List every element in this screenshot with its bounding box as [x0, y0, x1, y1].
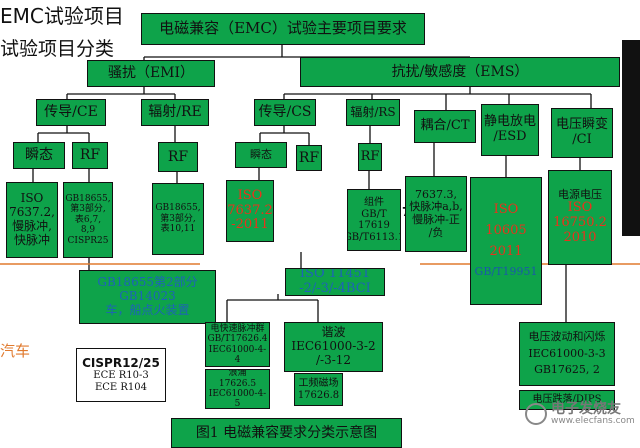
std-line: GB/T19951	[474, 265, 538, 279]
watermark-logo-icon	[525, 403, 547, 426]
rf-rs-node: RF	[358, 143, 382, 171]
std-fast-burst-box: 电快速脉冲群 GB/T17626.4 IEC61000-4-4	[205, 322, 270, 367]
std-iso10605-box: ISO 10605 2011 GB/T19951	[470, 177, 542, 305]
slide-subtitle-fragment: 试验项目分类	[0, 38, 115, 60]
std-line: 2011	[489, 244, 523, 260]
std-line: 车，船点火装置	[105, 302, 190, 317]
std-line: ISO	[567, 200, 593, 216]
std-gbt17619-box: 组件 GB/T 17619 GB/T6113.1	[347, 189, 401, 251]
std-line: GB/T	[361, 208, 387, 220]
watermark-url: www.elecfans.com	[551, 415, 635, 426]
std-power-freq-box: 工频磁场 17626.8	[294, 373, 343, 406]
std-iso7637-2011-box: ISO 7637.2 -2011	[226, 180, 274, 242]
std-line: -2/-3/-4BCI	[299, 281, 371, 296]
std-line: 表10,11	[160, 224, 196, 235]
std-line: ISO	[20, 191, 44, 206]
ci-label: /CI	[572, 132, 592, 147]
std-line: 8,9	[80, 225, 96, 236]
std-cispr12-box: CISPR12/25 ECE R10-3 ECE R104	[76, 348, 166, 402]
emi-node: 骚扰（EMI）	[87, 60, 215, 87]
std-gb18655-part2-box: GB18655第2部分 GB14023 车，船点火装置	[79, 270, 216, 324]
std-voltage-fluct-box: 电压波动和闪烁 IEC61000-3-3 GB17625, 2	[519, 322, 615, 386]
conduct-cs-node: 传导/CS	[254, 99, 316, 126]
rf-ce-node: RF	[72, 142, 108, 169]
std-line: ISO	[237, 187, 263, 203]
automotive-fragment: 汽车	[0, 342, 31, 360]
std-iso11451-box: ISO 11451 -2/-3/-4BCI	[285, 268, 385, 296]
slide-title-fragment: EMC试验项目	[0, 4, 124, 28]
emc-root-node: 电磁兼容（EMC）试验主要项目要求	[141, 13, 425, 45]
esd-label: 静电放电	[483, 114, 536, 130]
std-line: 慢脉冲-正	[412, 213, 460, 226]
ci-label: 电压瞬变	[555, 117, 608, 133]
std-line: 快脉冲	[13, 232, 50, 247]
std-line: 10605	[485, 223, 527, 239]
std-line: 17619	[358, 220, 390, 231]
figure-caption: 图1 电磁兼容要求分类示意图	[171, 418, 402, 448]
radiate-re-node: 辐射/RE	[141, 99, 209, 126]
watermark-text: 电子发烧友	[551, 401, 621, 417]
std-line: 电快速脉冲群	[210, 323, 265, 334]
std-line: 工频磁场	[298, 378, 339, 389]
std-line: 电源电压	[558, 187, 602, 201]
ems-node: 抗扰/敏感度（EMS）	[300, 57, 620, 87]
std-line: GB17625, 2	[534, 363, 600, 377]
coupling-ct-node: 耦合/CT	[414, 110, 476, 143]
std-line: 快脉冲a,b,	[409, 200, 463, 214]
right-edge-bar	[622, 40, 640, 236]
std-line: ECE R104	[94, 381, 148, 393]
std-gb18655-re-box: GB18655, 第3部分, 表10,11	[152, 183, 204, 255]
std-line: IEC61000-4-5	[208, 389, 267, 409]
std-line: GB14023	[119, 289, 176, 304]
std-iso16750-box: 电源电压 ISO 16750.2 2010	[548, 170, 612, 265]
std-line: ECE R10-3	[93, 370, 149, 382]
watermark: 电子发烧友 www.elecfans.com	[525, 402, 635, 426]
std-line: 17626.5	[218, 378, 257, 389]
rf-re-node: RF	[158, 142, 198, 172]
std-line: IEC61000-3-3	[528, 346, 606, 360]
std-line: GB/T17626.4	[207, 334, 268, 345]
std-iso7637-box: ISO 7637.2, 慢脉冲, 快脉冲	[6, 182, 58, 258]
std-line: GB/T6113.1	[348, 231, 400, 243]
transient-ce-node: 瞬态	[13, 142, 65, 169]
std-line: CISPR25	[67, 235, 109, 246]
std-line: /-3-12	[315, 352, 352, 367]
std-line: 慢脉冲,	[12, 219, 52, 233]
std-line: ISO	[493, 202, 519, 218]
std-line: 浪涌	[228, 369, 247, 379]
std-surge-box: 浪涌 17626.5 IEC61000-4-5	[205, 369, 270, 409]
std-line: CISPR12/25	[82, 355, 160, 370]
std-line: IEC61000-3-2	[291, 339, 376, 354]
std-line: GB18655,	[155, 203, 201, 214]
esd-label: /ESD	[493, 129, 527, 144]
std-line: 组件	[364, 197, 384, 208]
std-gb18655-ce-box: GB18655, 第3部分, 表6,7, 8,9 CISPR25	[63, 182, 113, 258]
std-line: GB18655第2部分	[97, 275, 198, 290]
std-line: -2011	[231, 217, 269, 233]
std-line: GB18655,	[65, 194, 111, 205]
std-line: 16750.2	[553, 215, 607, 231]
ci-node: 电压瞬变 /CI	[551, 108, 613, 158]
rf-cs-node: RF	[296, 145, 322, 171]
std-line: /负	[428, 225, 444, 239]
std-line: 2010	[563, 230, 597, 246]
std-line: 电压波动和闪烁	[528, 330, 606, 344]
std-line: 第3部分,	[70, 204, 106, 215]
std-line: ISO 11451	[299, 268, 371, 282]
std-harmonic-box: 谐波 IEC61000-3-2 /-3-12	[284, 322, 383, 372]
std-line: 第3部分,	[160, 213, 196, 224]
std-line: 7637.2,	[9, 205, 55, 220]
std-line: 表6,7,	[74, 214, 102, 225]
std-line: IEC61000-4-4	[208, 344, 267, 365]
std-line: 7637.2	[227, 202, 273, 218]
conduct-ce-node: 传导/CE	[36, 99, 106, 126]
esd-node: 静电放电 /ESD	[481, 104, 539, 156]
std-line: 17626.8	[297, 389, 340, 401]
radiate-rs-node: 辐射/RS	[346, 99, 400, 126]
std-line: 7637.3,	[415, 187, 457, 201]
std-line: 谐波	[321, 325, 346, 340]
std-7637-3-box: 7637.3, 快脉冲a,b, 慢脉冲-正 /负	[405, 176, 467, 252]
transient-cs-node: 瞬态	[235, 142, 287, 168]
